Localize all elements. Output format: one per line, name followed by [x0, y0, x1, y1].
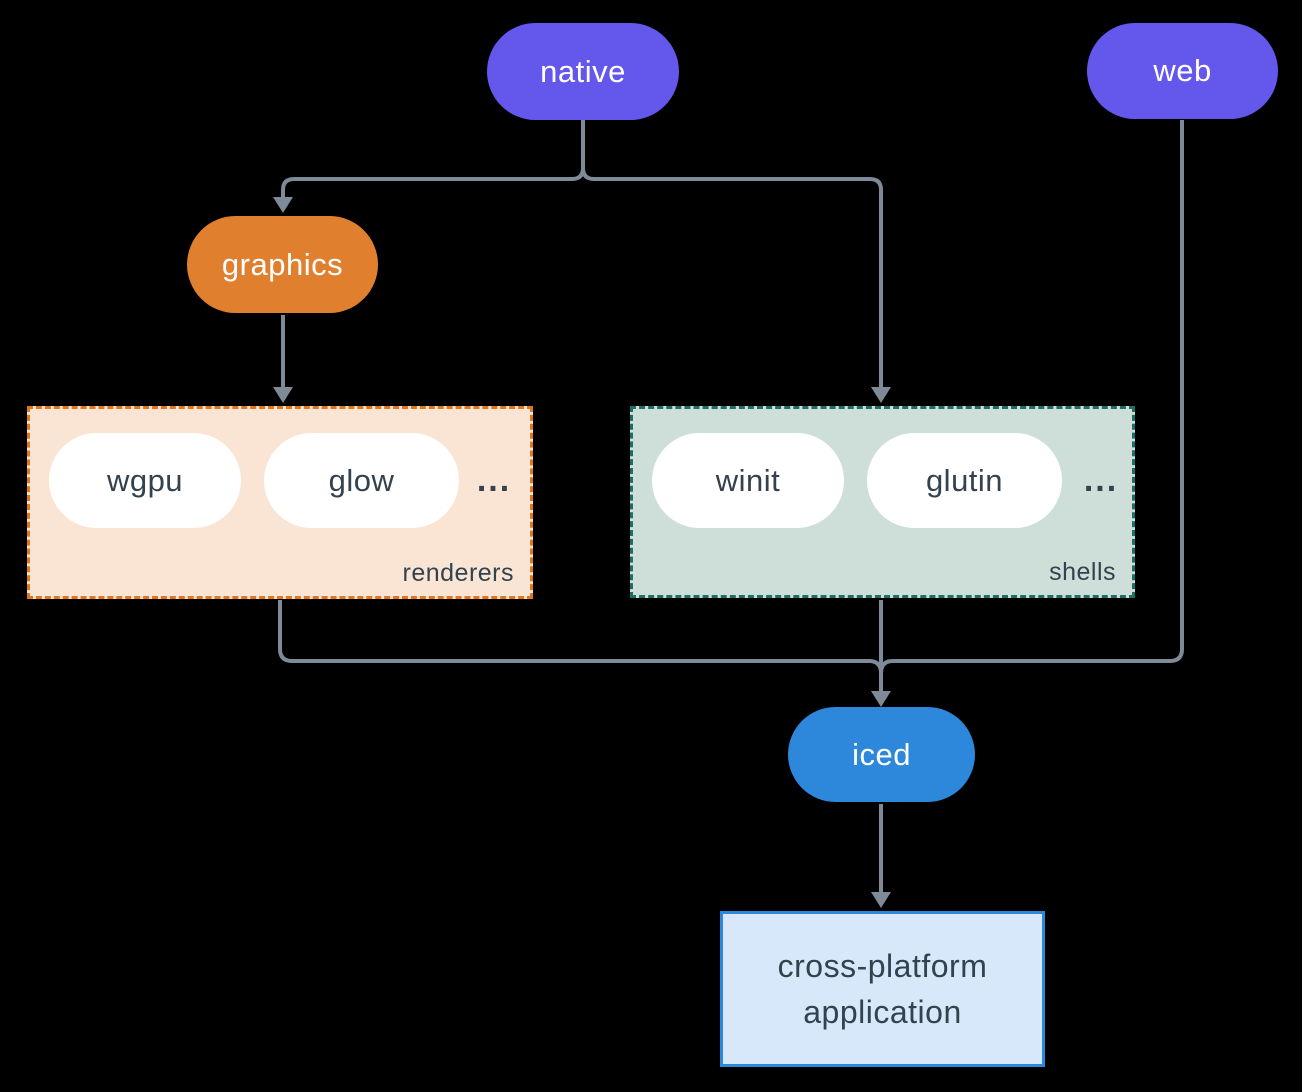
edge-native-to-graphics	[281, 120, 585, 198]
node-glow: glow	[264, 433, 459, 528]
arrowhead-application-icon	[871, 892, 891, 908]
renderers-group-label: renderers	[402, 559, 514, 587]
node-winit: winit	[652, 433, 844, 528]
node-graphics-label: graphics	[221, 246, 344, 282]
arrowhead-renderers-icon	[273, 387, 293, 403]
node-graphics: graphics	[187, 216, 378, 313]
node-application-label: cross-platform application	[777, 947, 988, 1030]
node-iced-label: iced	[852, 736, 911, 772]
node-native-label: native	[540, 53, 626, 89]
node-native: native	[487, 23, 679, 120]
node-glow-label: glow	[328, 462, 395, 498]
group-renderers: wgpu glow ... renderers	[27, 406, 533, 599]
shells-group-label: shells	[1049, 558, 1116, 586]
edge-renderers-to-iced	[278, 600, 883, 674]
arrowhead-shells-icon	[871, 387, 891, 403]
arrowhead-graphics-icon	[273, 197, 293, 213]
node-iced: iced	[788, 707, 975, 802]
renderers-ellipsis: ...	[476, 461, 512, 499]
node-glutin: glutin	[867, 433, 1062, 528]
node-web-label: web	[1153, 53, 1212, 88]
node-wgpu-label: wgpu	[106, 462, 184, 498]
node-cross-platform-application: cross-platform application	[720, 911, 1045, 1067]
arrowhead-iced-icon	[871, 691, 891, 707]
node-web: web	[1087, 23, 1278, 119]
node-winit-label: winit	[715, 462, 781, 498]
group-shells: winit glutin ... shells	[630, 406, 1135, 598]
edge-native-to-shells	[581, 120, 883, 388]
shells-ellipsis: ...	[1083, 461, 1119, 499]
node-wgpu: wgpu	[49, 433, 241, 528]
node-glutin-label: glutin	[925, 462, 1004, 498]
